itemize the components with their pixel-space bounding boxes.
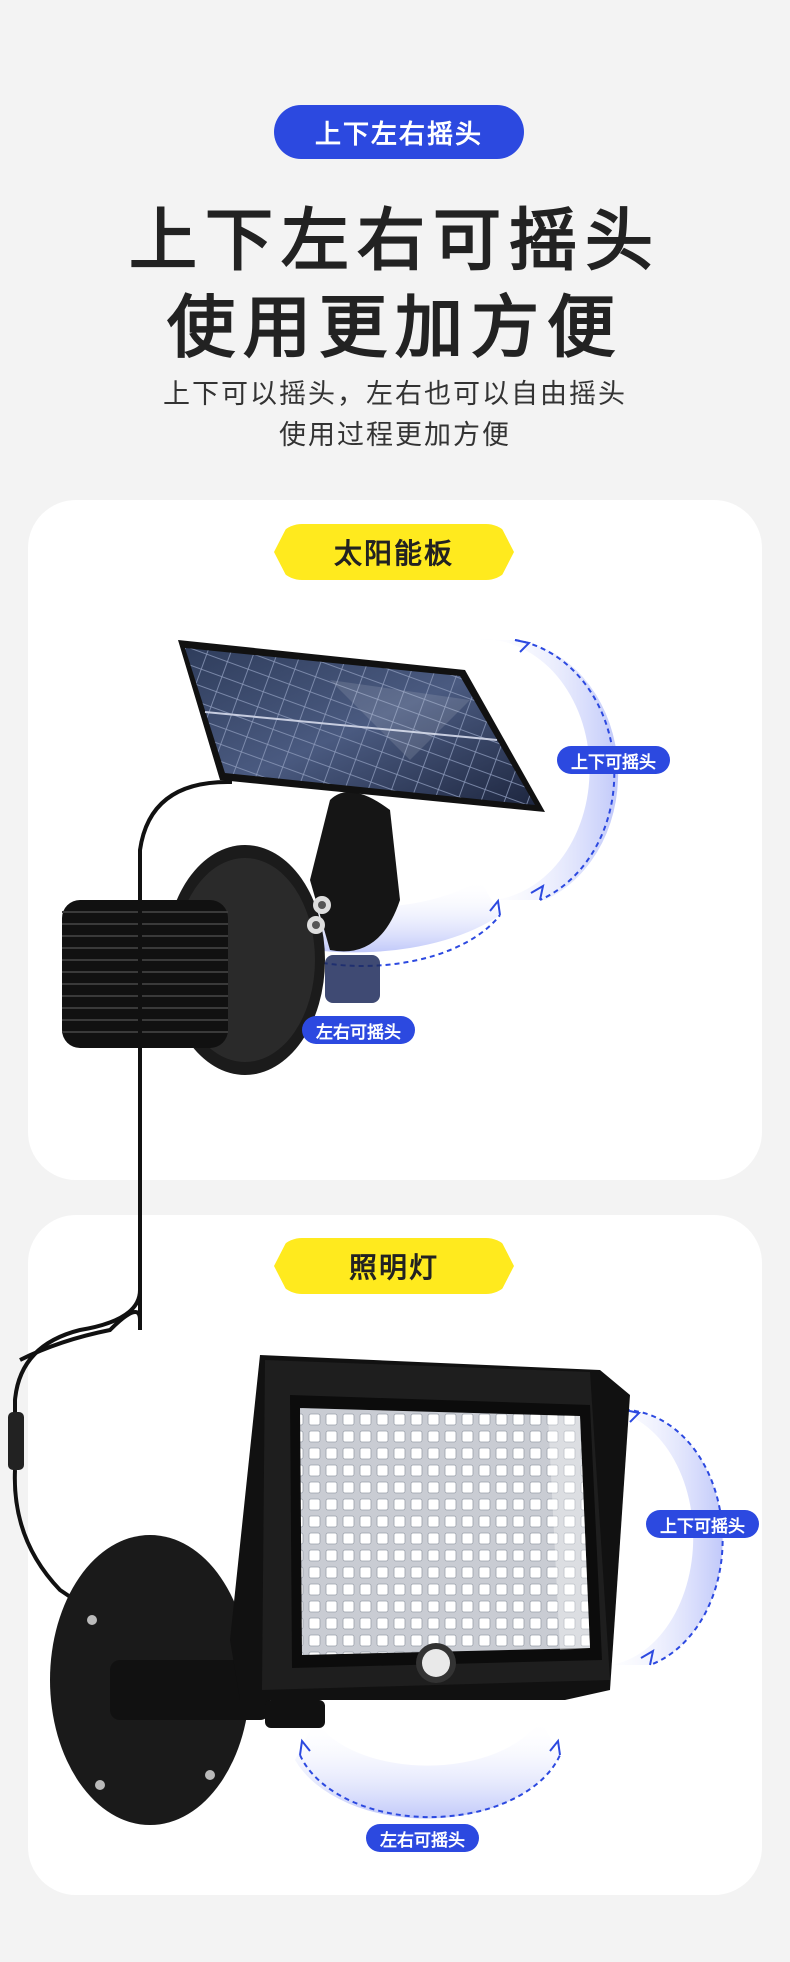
solar-leftright-tag: 左右可摇头 xyxy=(302,1016,415,1044)
flood-light-label: 照明灯 xyxy=(274,1238,514,1294)
page-title-line2: 使用更加方便 xyxy=(166,289,623,368)
light-updown-tag: 上下可摇头 xyxy=(646,1510,759,1538)
solar-panel-card xyxy=(28,500,762,1180)
power-cable xyxy=(13,1180,142,1440)
cable-connector xyxy=(8,1412,24,1470)
solar-panel-label: 太阳能板 xyxy=(274,524,514,580)
subtitle-line2: 使用过程更加方便 xyxy=(279,420,511,451)
led-array xyxy=(300,1408,590,1655)
light-leftright-tag: 左右可摇头 xyxy=(366,1824,479,1852)
solar-bracket xyxy=(310,792,400,952)
cable-coil xyxy=(62,900,228,1048)
solar-updown-tag: 上下可摇头 xyxy=(557,746,670,774)
solar-panel xyxy=(178,640,545,812)
light-wall-mount xyxy=(50,1535,270,1825)
flood-light-housing xyxy=(230,1355,630,1700)
updown-glow xyxy=(470,639,619,900)
page-title-line1: 上下左右可摇头 xyxy=(128,202,661,281)
header-pill-badge: 上下左右摇头 xyxy=(274,105,524,159)
subtitle-line1: 上下可以摇头，左右也可以自由摇头 xyxy=(163,379,627,410)
